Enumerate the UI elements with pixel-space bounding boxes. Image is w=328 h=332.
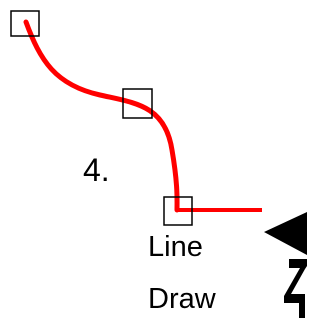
arrowhead-icon	[264, 212, 307, 255]
drawn-line-path	[23, 19, 180, 213]
tool-label-line: Line	[148, 231, 203, 263]
line-draw-cursor-icon	[264, 212, 307, 318]
control-point-handle-end[interactable]	[163, 196, 193, 226]
zigzag-bolt-icon	[284, 259, 307, 318]
control-point-handle-start[interactable]	[10, 10, 40, 37]
tool-label-draw: Draw	[148, 283, 216, 315]
step-number: 4.	[83, 152, 110, 188]
control-point-handle-middle[interactable]	[122, 88, 153, 119]
